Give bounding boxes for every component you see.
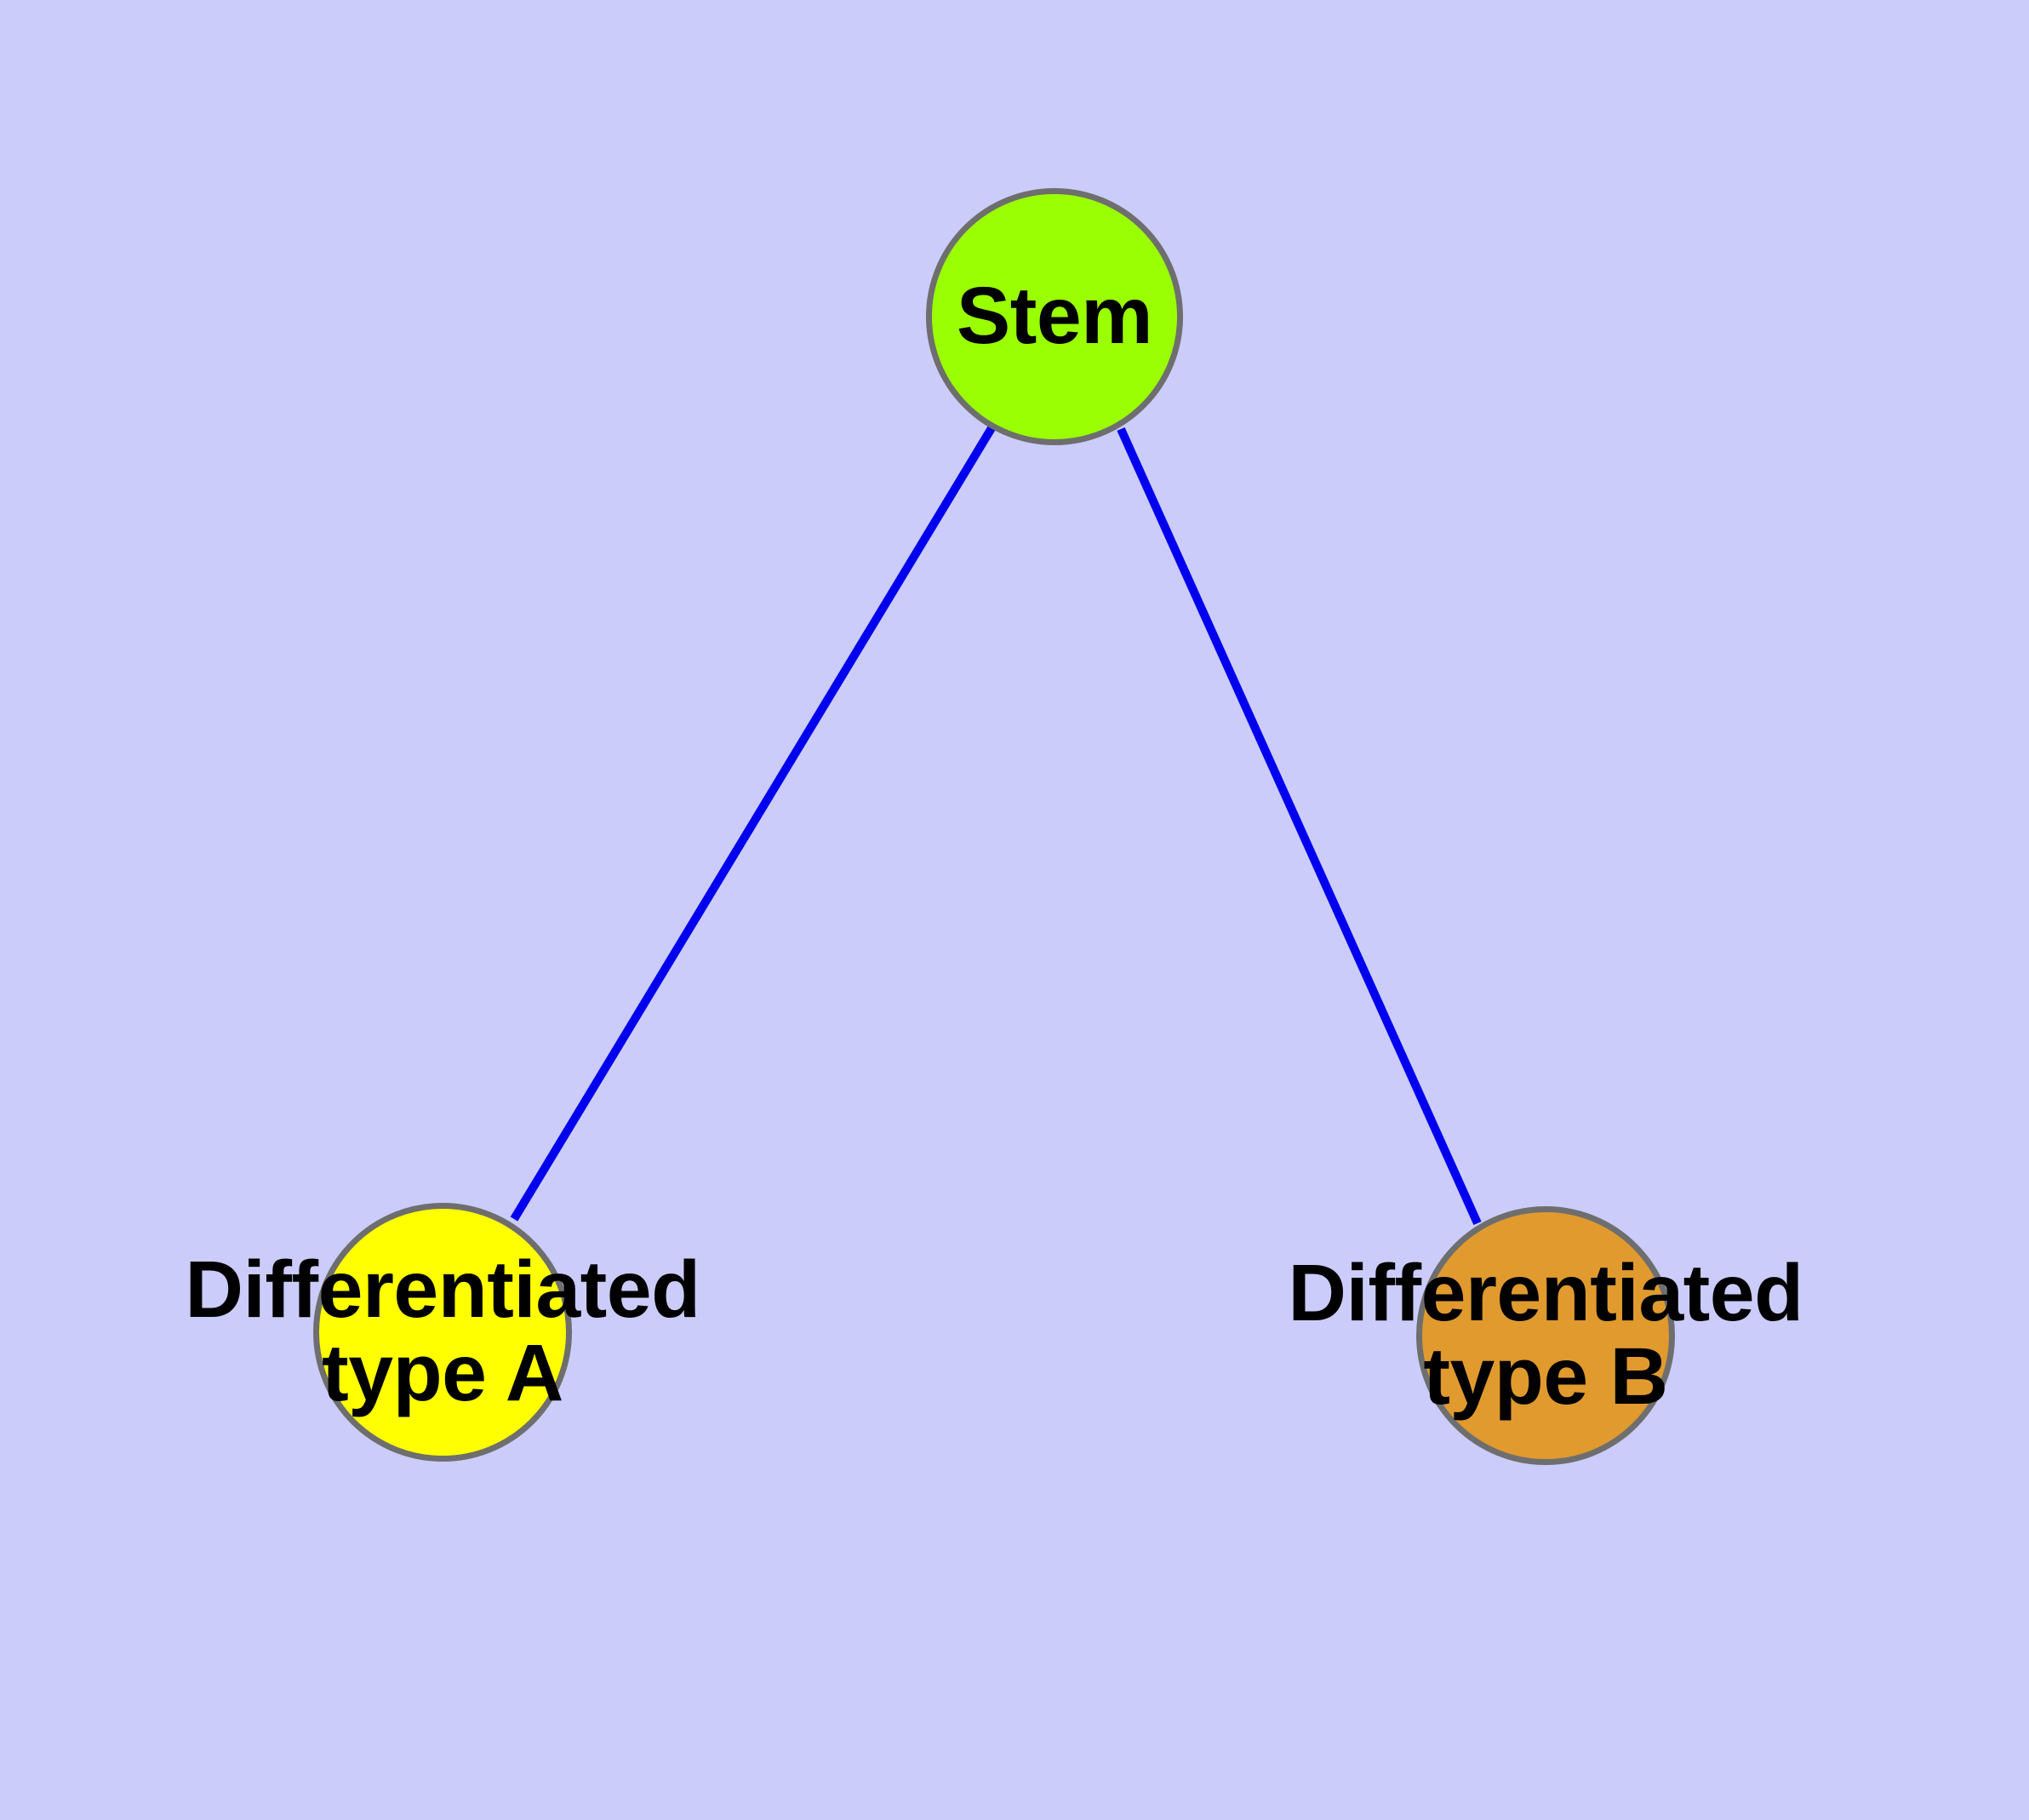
node-differentiated-type-b[interactable] xyxy=(1416,1206,1675,1465)
node-differentiated-type-a[interactable] xyxy=(313,1203,572,1462)
edge-stem-to-differentiated-type-b xyxy=(1117,426,1482,1226)
edge-stem-to-differentiated-type-a xyxy=(510,426,996,1222)
node-stem[interactable] xyxy=(926,188,1183,445)
